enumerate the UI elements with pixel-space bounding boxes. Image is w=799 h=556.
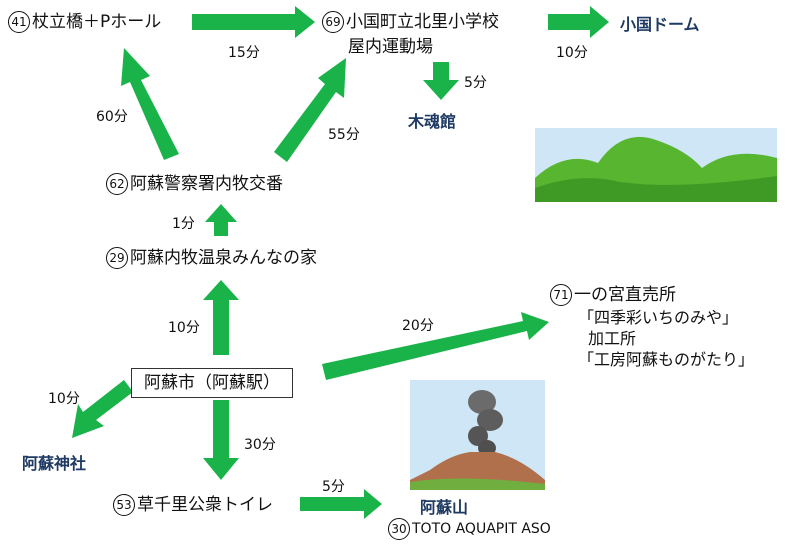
node-69-line1: 小国町立北里小学校 xyxy=(346,12,499,32)
time-69-to-kodamakan: 5分 xyxy=(464,72,487,92)
time-station-to-29: 10分 xyxy=(168,317,200,337)
spot-number-41: 41 xyxy=(8,11,30,33)
spot-number-71: 71 xyxy=(550,284,572,306)
node-69-line2: 屋内運動場 xyxy=(348,36,433,58)
time-69-to-oguni-dome: 10分 xyxy=(556,42,588,62)
dest-kodamakan: 木魂館 xyxy=(408,108,456,132)
node-71-line2: 「四季彩いちのみや」 xyxy=(578,307,754,328)
arrow-69-to-kodamakan xyxy=(423,62,459,100)
spot-number-62: 62 xyxy=(106,173,128,195)
dest-oguni-dome: 小国ドーム xyxy=(620,11,700,35)
node-29-label: 阿蘇内牧温泉みんなの家 xyxy=(130,248,317,268)
spot-number-29: 29 xyxy=(106,247,128,269)
volcano-illustration xyxy=(410,380,545,490)
arrow-station-to-shrine xyxy=(72,380,133,438)
node-71-lines: 「四季彩いちのみや」 加工所 「工房阿蘇ものがたり」 xyxy=(578,307,754,370)
arrow-station-to-29 xyxy=(203,280,239,355)
time-29-to-62: 1分 xyxy=(172,213,195,233)
station-aso: 阿蘇市（阿蘇駅） xyxy=(131,368,293,398)
arrow-29-to-62 xyxy=(205,204,237,236)
time-station-to-shrine: 10分 xyxy=(48,388,80,408)
node-71-line1: 一の宮直売所 xyxy=(574,285,676,305)
arrow-station-to-53 xyxy=(203,400,239,480)
arrow-station-to-71 xyxy=(322,312,549,380)
node-53-label: 草千里公衆トイレ xyxy=(137,495,273,515)
arrow-62-to-69 xyxy=(274,58,346,162)
node-71-line3: 加工所 xyxy=(578,328,754,349)
spot-number-53: 53 xyxy=(113,494,135,516)
arrow-62-to-41 xyxy=(121,48,179,160)
node-71-line4: 「工房阿蘇ものがたり」 xyxy=(578,349,754,370)
dest-aso-shrine: 阿蘇神社 xyxy=(22,450,86,474)
spot-number-30: 30 xyxy=(388,518,410,540)
spot-number-69: 69 xyxy=(322,11,344,33)
node-62-label: 阿蘇警察署内牧交番 xyxy=(130,174,283,194)
time-station-to-71: 20分 xyxy=(402,315,434,335)
time-53-to-asosan: 5分 xyxy=(322,476,345,496)
time-41-to-69: 15分 xyxy=(228,42,260,62)
time-62-to-69: 55分 xyxy=(328,124,360,144)
dest-asosan: 阿蘇山 xyxy=(420,494,468,518)
node-41-label: 杖立橋＋Pホール xyxy=(32,12,161,32)
time-62-to-41: 60分 xyxy=(96,106,128,126)
arrow-69-to-oguni-dome xyxy=(548,6,609,38)
mountain-illustration xyxy=(535,128,777,202)
time-station-to-53: 30分 xyxy=(244,434,276,454)
node-30-label: TOTO AQUAPIT ASO xyxy=(412,521,551,537)
arrow-41-to-69 xyxy=(192,6,315,38)
